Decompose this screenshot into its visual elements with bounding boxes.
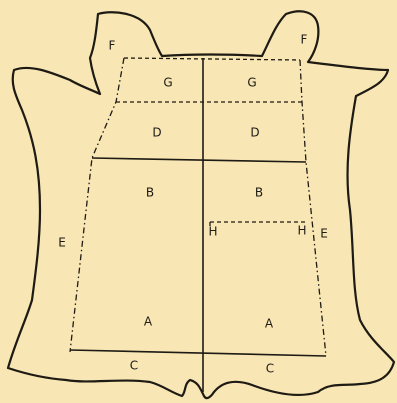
label-belly-left: E xyxy=(58,236,66,250)
label-shoulder-left: D xyxy=(152,126,161,140)
label-butt-left: A xyxy=(144,315,153,329)
tail-line xyxy=(70,350,326,356)
label-neck-left: G xyxy=(163,76,172,90)
right-belly-line xyxy=(300,60,326,356)
label-mark-left: H xyxy=(208,225,217,239)
label-neck-right: G xyxy=(247,76,256,90)
label-tail-right: C xyxy=(266,362,274,376)
label-mark-right: H xyxy=(297,224,306,238)
label-shoulder-right: D xyxy=(250,126,259,140)
label-belly-right: E xyxy=(320,227,328,241)
label-back-left: B xyxy=(146,186,154,200)
hide-outline xyxy=(8,11,394,398)
left-belly-line xyxy=(70,58,124,352)
label-back-right: B xyxy=(255,186,263,200)
label-flank-right: F xyxy=(301,33,308,47)
neck-top-line xyxy=(124,58,300,60)
label-flank-left: F xyxy=(109,39,116,53)
label-tail-left: C xyxy=(130,359,138,373)
label-butt-right: A xyxy=(265,317,274,331)
shoulder-line xyxy=(92,158,306,162)
